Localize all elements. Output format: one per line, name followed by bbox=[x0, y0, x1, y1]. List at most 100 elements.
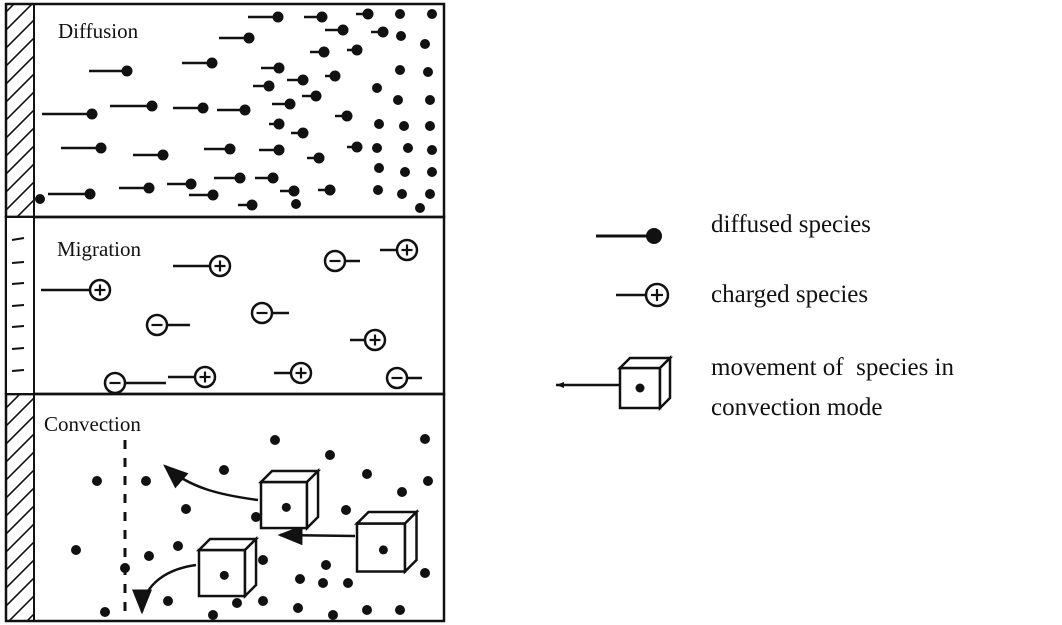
convection-content bbox=[71, 434, 433, 620]
diffused-species-dot bbox=[239, 104, 251, 116]
flow-arrow-top bbox=[163, 464, 259, 502]
diffused-species-dot bbox=[263, 80, 275, 92]
diffused-species-dot bbox=[400, 167, 410, 177]
diffused-species-dot bbox=[273, 118, 285, 130]
anion bbox=[103, 371, 166, 395]
species-dot bbox=[295, 574, 305, 584]
species-dot bbox=[318, 578, 328, 588]
diffused-species-dot bbox=[272, 11, 284, 23]
legend-convection-label-line2: convection mode bbox=[711, 394, 882, 421]
diffused-species-dot bbox=[273, 144, 285, 156]
diffused-species-dot bbox=[425, 95, 435, 105]
cation bbox=[274, 361, 313, 385]
diffused-species-dot bbox=[396, 31, 406, 41]
diffused-species-dot bbox=[351, 141, 363, 153]
diffused-species-dot bbox=[415, 203, 425, 213]
convection-cube bbox=[195, 535, 260, 600]
diffused-species-dot bbox=[374, 119, 384, 129]
diffused-species-dot bbox=[35, 194, 45, 204]
legend-convection-box-symbol bbox=[556, 354, 674, 412]
legend-diffused-species-symbol bbox=[596, 228, 662, 244]
convection-label: Convection bbox=[44, 412, 141, 436]
migration-ions bbox=[41, 238, 422, 395]
species-dot bbox=[173, 541, 183, 551]
species-dot bbox=[144, 551, 154, 561]
anion bbox=[145, 313, 190, 337]
diffused-species-dot bbox=[297, 127, 309, 139]
species-dot bbox=[181, 504, 191, 514]
diffused-species-dot bbox=[234, 172, 246, 184]
species-dot bbox=[420, 434, 430, 444]
species-dot bbox=[258, 555, 268, 565]
species-dot bbox=[362, 605, 372, 615]
diffused-species-dot bbox=[267, 172, 279, 184]
diffused-species-dot bbox=[329, 70, 341, 82]
diffusion-label: Diffusion bbox=[58, 19, 139, 43]
convection-boxes bbox=[195, 467, 420, 600]
species-dot bbox=[270, 435, 280, 445]
legend-charged-species-symbol bbox=[616, 282, 670, 308]
diffused-species-dot bbox=[341, 110, 353, 122]
diffused-species-dot bbox=[351, 44, 363, 56]
diffused-species-dot bbox=[427, 145, 437, 155]
species-dot bbox=[328, 610, 338, 620]
species-dot bbox=[92, 476, 102, 486]
flow-arrow-middle bbox=[277, 525, 356, 546]
diffused-species-dot bbox=[224, 143, 236, 155]
species-dot bbox=[420, 568, 430, 578]
diffused-species-dot bbox=[197, 102, 209, 114]
diffused-species-dot bbox=[420, 39, 430, 49]
species-dot bbox=[208, 610, 218, 620]
species-dot bbox=[362, 469, 372, 479]
diffused-species-dot bbox=[291, 199, 301, 209]
legend: diffused species charged species movemen… bbox=[556, 211, 954, 421]
diffused-species-dot bbox=[86, 108, 98, 120]
diffused-species-dot bbox=[318, 46, 330, 58]
cation bbox=[41, 278, 112, 302]
diffused-species-dot bbox=[84, 188, 96, 200]
cation bbox=[350, 328, 387, 352]
diffused-species-dot bbox=[146, 100, 158, 112]
cation bbox=[173, 254, 232, 278]
species-dot bbox=[395, 605, 405, 615]
diffused-species-dot bbox=[397, 189, 407, 199]
diffused-species-dot bbox=[403, 143, 413, 153]
diffused-species-dot bbox=[313, 152, 325, 164]
cation bbox=[168, 365, 217, 389]
legend-diffused-species-label: diffused species bbox=[711, 211, 871, 238]
diffused-species-dot bbox=[425, 189, 435, 199]
diffused-species-dot bbox=[185, 178, 197, 190]
species-dot bbox=[397, 487, 407, 497]
species-dot bbox=[321, 560, 331, 570]
diffused-species-dot bbox=[157, 149, 169, 161]
diffused-species-dot bbox=[95, 142, 107, 154]
species-dot bbox=[100, 607, 110, 617]
flow-arrow-bottom bbox=[132, 563, 197, 615]
anion bbox=[250, 301, 289, 325]
panel-frames bbox=[4, 2, 446, 623]
diffused-species-dot bbox=[393, 95, 403, 105]
diffused-species-dot bbox=[273, 62, 285, 74]
convection-cube bbox=[353, 508, 420, 575]
diffused-species-dot bbox=[374, 163, 384, 173]
diffused-species-dot bbox=[362, 8, 374, 20]
species-dot bbox=[71, 545, 81, 555]
diffused-species-dot bbox=[288, 185, 300, 197]
diffused-species-dot bbox=[246, 199, 258, 211]
species-dot bbox=[219, 465, 229, 475]
species-dot bbox=[163, 596, 173, 606]
diffused-species-dot bbox=[243, 32, 255, 44]
species-dot bbox=[325, 450, 335, 460]
diffused-species-dot bbox=[372, 83, 382, 93]
diffused-species-dot bbox=[425, 121, 435, 131]
cation bbox=[380, 238, 419, 262]
diffused-species-dot bbox=[427, 9, 437, 19]
diffused-species-dot bbox=[206, 57, 218, 69]
diffused-species-dot bbox=[427, 167, 437, 177]
species-dot bbox=[120, 563, 130, 573]
species-dot bbox=[343, 578, 353, 588]
species-dot bbox=[251, 512, 261, 522]
diffusion-electrode bbox=[5, 3, 35, 218]
diffused-species-dot bbox=[399, 121, 409, 131]
